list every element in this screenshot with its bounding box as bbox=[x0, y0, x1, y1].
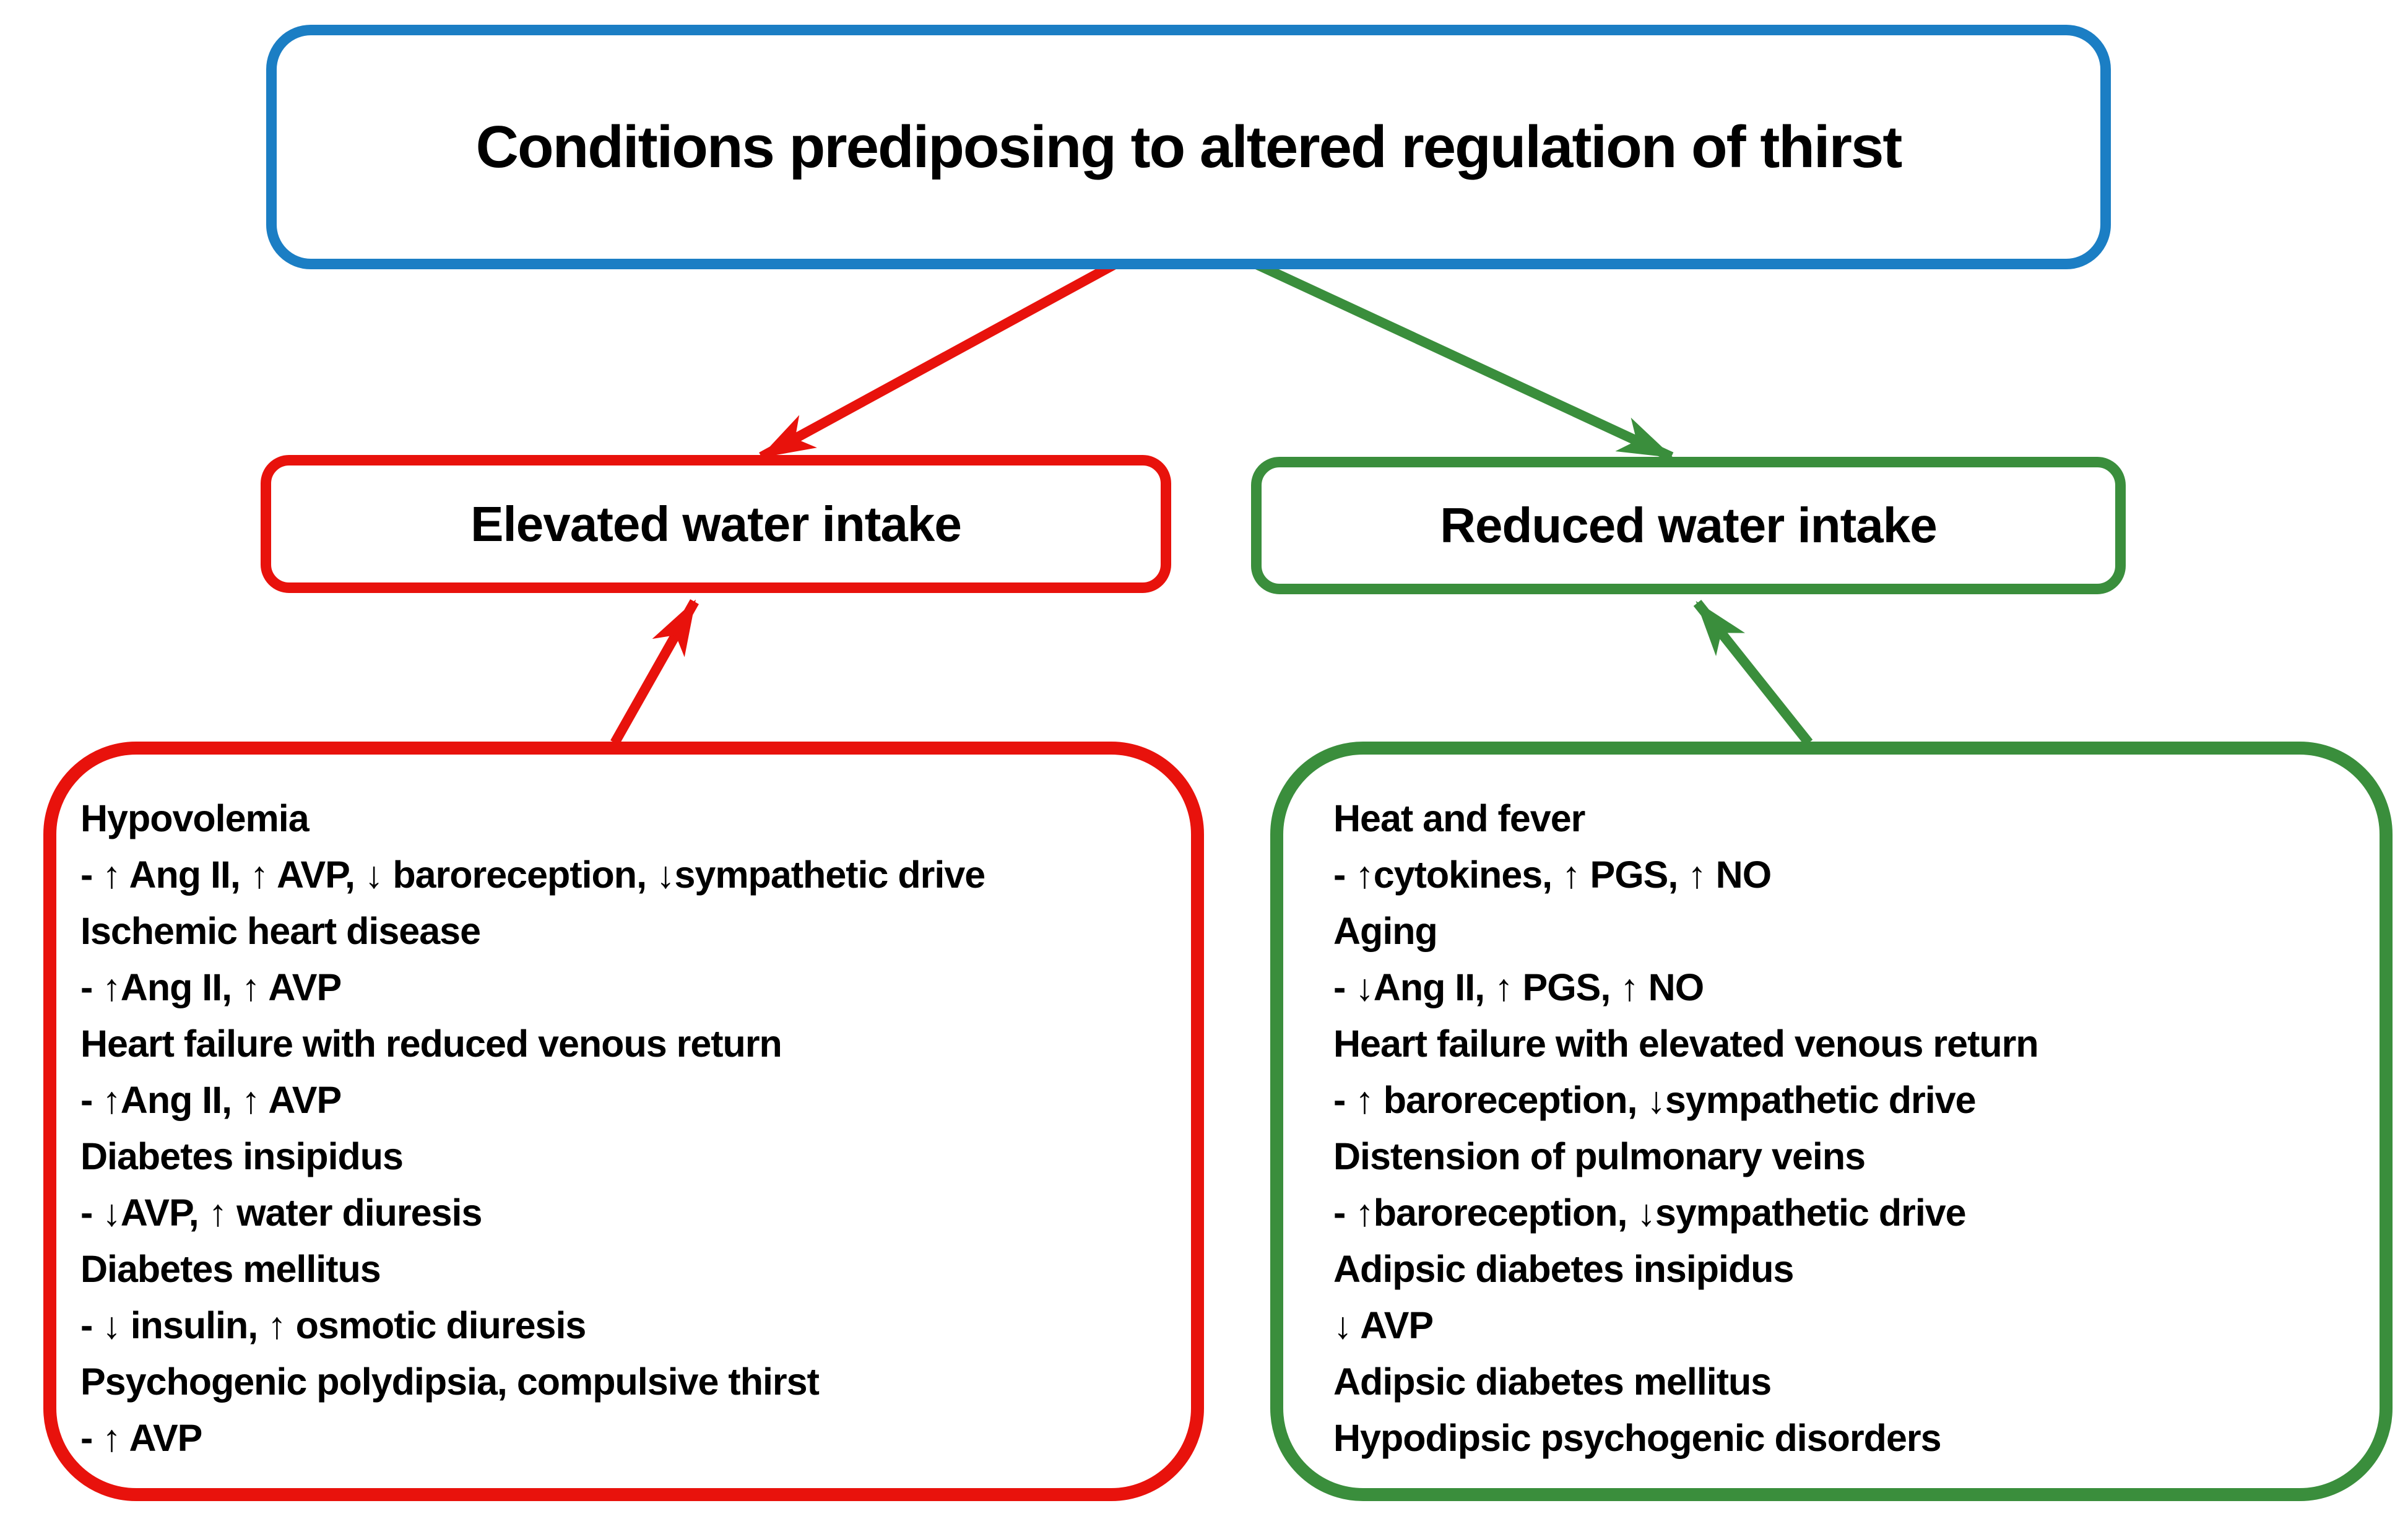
arrow-elevated-causes-to-elevated bbox=[610, 599, 699, 745]
mechanism-line: - ↑ Ang II, ↑ AVP, ↓ baroreception, ↓sym… bbox=[80, 854, 985, 896]
elevated-water-intake-label: Elevated water intake bbox=[470, 496, 962, 552]
reduced-water-intake-label: Reduced water intake bbox=[1440, 498, 1937, 553]
mechanism-line: - ↑Ang II, ↑ AVP bbox=[80, 1079, 342, 1121]
mechanism-line: ↓ AVP bbox=[1333, 1304, 1434, 1346]
condition-line: Hypodipsic psychogenic disorders bbox=[1333, 1417, 1942, 1459]
condition-line: Adipsic diabetes insipidus bbox=[1333, 1248, 1794, 1290]
title-box: Conditions prediposing to altered regula… bbox=[266, 25, 2111, 269]
mechanism-line: - ↑cytokines, ↑ PGS, ↑ NO bbox=[1333, 854, 1772, 896]
elevated-conditions-box: Hypovolemia - ↑ Ang II, ↑ AVP, ↓ barorec… bbox=[43, 742, 1204, 1501]
mechanism-line: - ↑baroreception, ↓sympathetic drive bbox=[1333, 1192, 1967, 1234]
condition-line: Hypovolemia bbox=[80, 797, 310, 839]
condition-line: Adipsic diabetes mellitus bbox=[1333, 1361, 1772, 1403]
condition-line: Ischemic heart disease bbox=[80, 910, 481, 952]
condition-line: Aging bbox=[1333, 910, 1438, 952]
mechanism-line: - ↓ insulin, ↑ osmotic diuresis bbox=[80, 1304, 586, 1346]
arrow-title-to-reduced bbox=[1247, 256, 1674, 462]
diagram-title: Conditions prediposing to altered regula… bbox=[475, 113, 1903, 180]
mechanism-line: - ↑ baroreception, ↓sympathetic drive bbox=[1333, 1079, 1977, 1121]
elevated-water-intake-box: Elevated water intake bbox=[261, 455, 1171, 593]
condition-line: Psychogenic polydipsia, compulsive thirs… bbox=[80, 1361, 820, 1403]
condition-line: Heat and fever bbox=[1333, 797, 1585, 839]
mechanism-line: - ↑Ang II, ↑ AVP bbox=[80, 966, 342, 1008]
condition-line: Distension of pulmonary veins bbox=[1333, 1135, 1866, 1177]
mechanism-line: - ↑ AVP bbox=[80, 1417, 202, 1459]
condition-line: Diabetes mellitus bbox=[80, 1248, 381, 1290]
mechanism-line: - ↓AVP, ↑ water diuresis bbox=[80, 1192, 482, 1234]
condition-line: Heart failure with elevated venous retur… bbox=[1333, 1023, 2039, 1065]
reduced-water-intake-box: Reduced water intake bbox=[1251, 457, 2126, 594]
arrow-title-to-elevated bbox=[759, 260, 1116, 462]
condition-line: Diabetes insipidus bbox=[80, 1135, 404, 1177]
reduced-conditions-box: Heat and fever - ↑cytokines, ↑ PGS, ↑ NO… bbox=[1270, 742, 2393, 1501]
arrow-reduced-causes-to-reduced bbox=[1693, 600, 1813, 746]
condition-line: Heart failure with reduced venous return bbox=[80, 1023, 782, 1065]
mechanism-line: - ↓Ang II, ↑ PGS, ↑ NO bbox=[1333, 966, 1704, 1008]
